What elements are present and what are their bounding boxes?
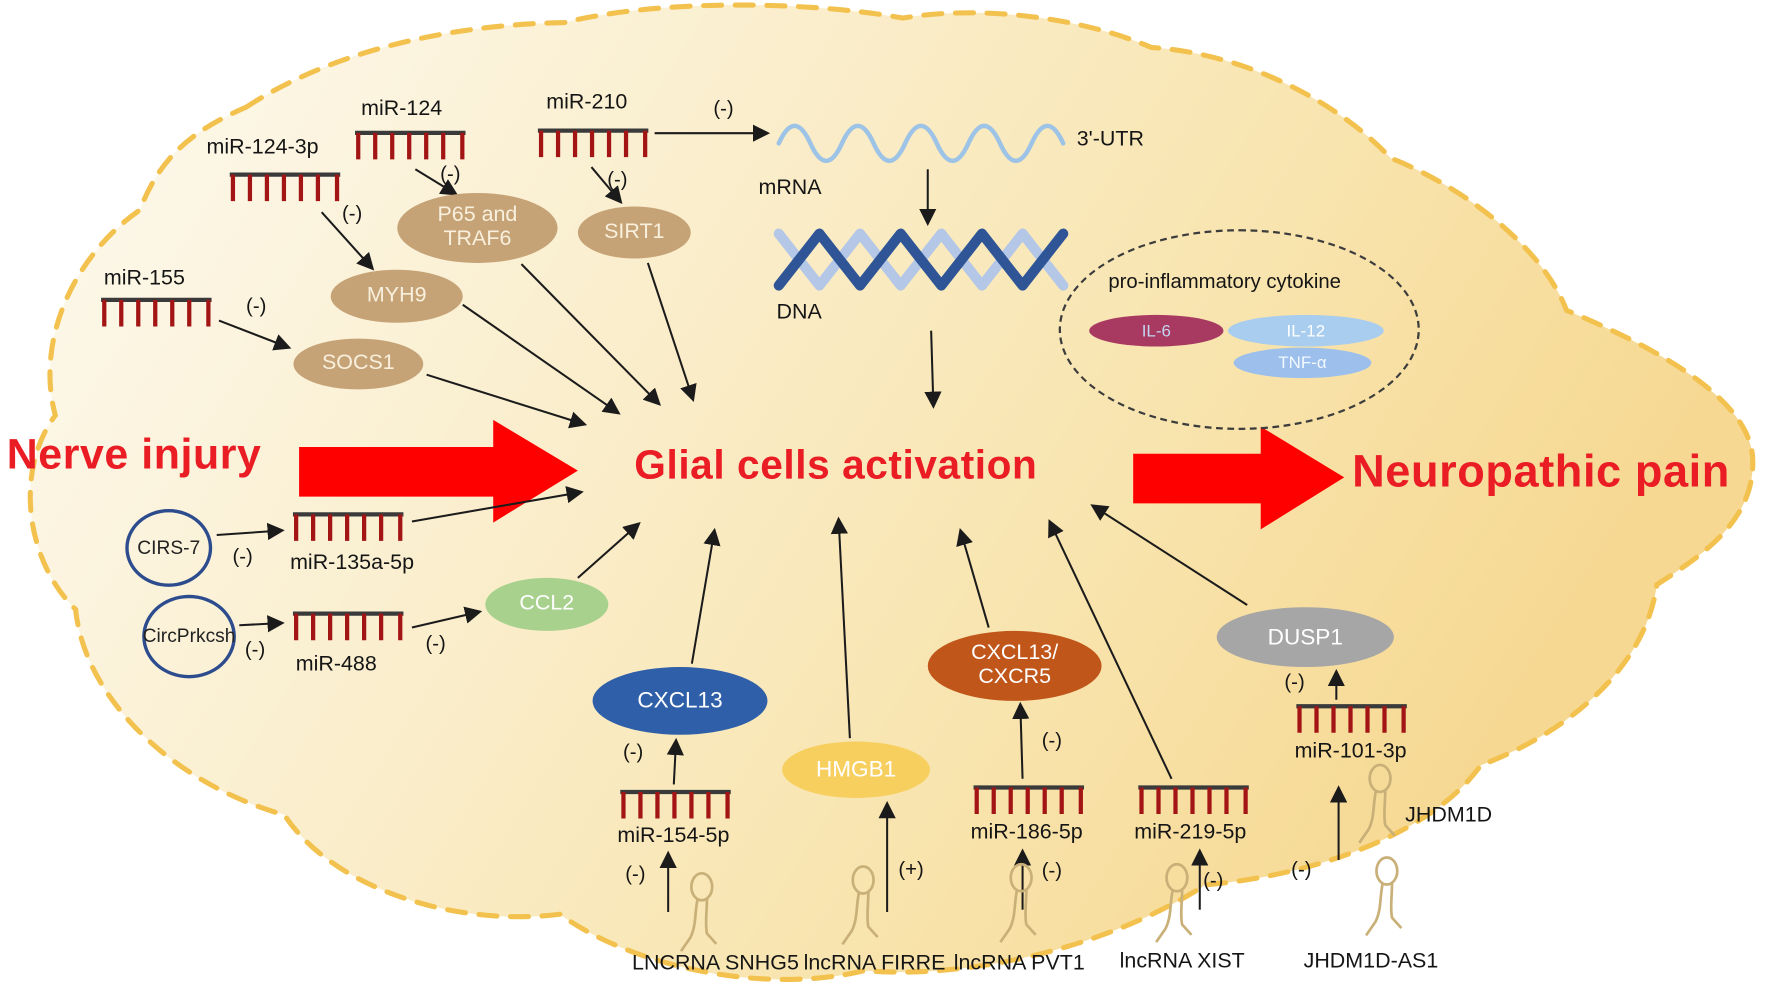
node-cxcl13-cxcr5-line2: CXCR5 [978, 664, 1052, 689]
sign-xist-mir219: (-) [1203, 869, 1224, 892]
sign-firre-hmgb1: (+) [898, 857, 924, 881]
mir-124-3p-label: miR-124-3p [206, 135, 319, 160]
mir-219-5p-comb-icon [1138, 785, 1249, 815]
glial-activation-text: Glial cells activation [634, 441, 1038, 488]
cytokine-title: pro-inflammatory cytokine [1108, 269, 1341, 293]
sign-pvt1-mir186: (-) [1041, 858, 1063, 882]
tnf-alpha-pill: TNF-α [1233, 347, 1372, 379]
neuropathic-pain-text: Neuropathic pain [1352, 446, 1730, 497]
xist-label: lncRNA XIST [1119, 949, 1245, 973]
mir-210-comb-icon [537, 128, 649, 158]
node-cxcl13-cxcr5: CXCL13/ CXCR5 [927, 630, 1102, 701]
node-hmgb1: HMGB1 [782, 741, 931, 798]
mir-488-label: miR-488 [295, 652, 377, 677]
dna-label: DNA [776, 300, 822, 324]
sign-snhg5-mir154: (-) [625, 862, 646, 885]
sign-mir101-dusp1: (-) [1284, 670, 1305, 693]
sign-mir210-mrna: (-) [713, 97, 734, 120]
node-cxcl13: CXCL13 [592, 667, 768, 735]
node-ccl2: CCL2 [485, 577, 609, 631]
snhg5-hairpin-icon [679, 871, 718, 952]
jhdm1d-hairpin-icon [1358, 763, 1396, 844]
sign-mir186-cxcr5: (-) [1041, 729, 1063, 752]
node-socs1: SOCS1 [293, 338, 424, 390]
sign-mir155-socs1: (-) [246, 294, 267, 318]
flow-arrow-left [299, 419, 578, 523]
nerve-injury-text: Nerve injury [6, 431, 262, 479]
sign-circprkcsh-mir488: (-) [244, 637, 266, 661]
sign-mir488-ccl2: (-) [425, 632, 446, 655]
circprkcsh-circle: CircPrkcsh [142, 594, 236, 679]
mir-124-label: miR-124 [361, 97, 443, 121]
cytokine-dashed-ellipse [1058, 229, 1420, 431]
jhdm1d-as1-hairpin-icon [1364, 856, 1403, 937]
sign-mir124-p65: (-) [440, 162, 461, 186]
firre-hairpin-icon [841, 865, 879, 946]
mir-154-5p-comb-icon [620, 789, 731, 819]
jhdm1d-label: JHDM1D [1405, 803, 1493, 828]
mir-101-3p-label: miR-101-3p [1294, 739, 1407, 763]
utr-label: 3'-UTR [1076, 127, 1144, 152]
pvt1-label: lncRNA PVT1 [953, 951, 1085, 976]
pvt1-hairpin-icon [999, 862, 1037, 943]
sign-jhdm1d-as1: (-) [1291, 857, 1312, 881]
dna-helix [773, 228, 1069, 291]
snhg5-label: LNCRNA SNHG5 [632, 951, 799, 976]
xist-hairpin-icon [1155, 862, 1193, 943]
node-sirt1: SIRT1 [577, 206, 691, 259]
mir-135a-5p-label: miR-135a-5p [290, 550, 415, 575]
mir-155-comb-icon [101, 297, 212, 327]
node-myh9: MYH9 [330, 269, 463, 323]
jhdm1d-as1-label: JHDM1D-AS1 [1303, 949, 1439, 973]
mir-219-5p-label: miR-219-5p [1134, 820, 1247, 845]
mir-210-label: miR-210 [546, 90, 628, 114]
node-cxcl13-cxcr5-line1: CXCL13/ [971, 641, 1059, 665]
mir-155-label: miR-155 [103, 266, 185, 291]
node-p65-traf6: P65 and TRAF6 [397, 193, 558, 263]
firre-label: lncRNA FIRRE [803, 951, 946, 976]
mrna-wave [776, 123, 1066, 164]
mir-186-5p-label: miR-186-5p [970, 820, 1083, 845]
flow-arrow-right [1133, 426, 1345, 530]
mir-488-comb-icon [292, 611, 404, 641]
mir-101-3p-comb-icon [1296, 704, 1407, 733]
mrna-label: mRNA [758, 176, 822, 200]
mir-124-comb-icon [355, 130, 466, 160]
mir-135a-5p-comb-icon [292, 512, 404, 541]
il12-pill: IL-12 [1227, 314, 1384, 347]
sign-mir124-3p-myh9: (-) [341, 202, 363, 225]
mir-154-5p-label: miR-154-5p [617, 823, 730, 848]
il6-pill: IL-6 [1089, 314, 1224, 347]
mir-186-5p-comb-icon [973, 785, 1085, 815]
sign-mir154-cxcl13: (-) [623, 740, 644, 763]
cirs7-circle: CIRS-7 [125, 509, 213, 587]
sign-mir210-sirt1: (-) [607, 168, 628, 191]
node-dusp1: DUSP1 [1216, 607, 1394, 668]
sign-cirs7-mir135a: (-) [232, 545, 253, 568]
mir-124-3p-comb-icon [229, 172, 341, 202]
connector-arrows [216, 124, 1348, 912]
